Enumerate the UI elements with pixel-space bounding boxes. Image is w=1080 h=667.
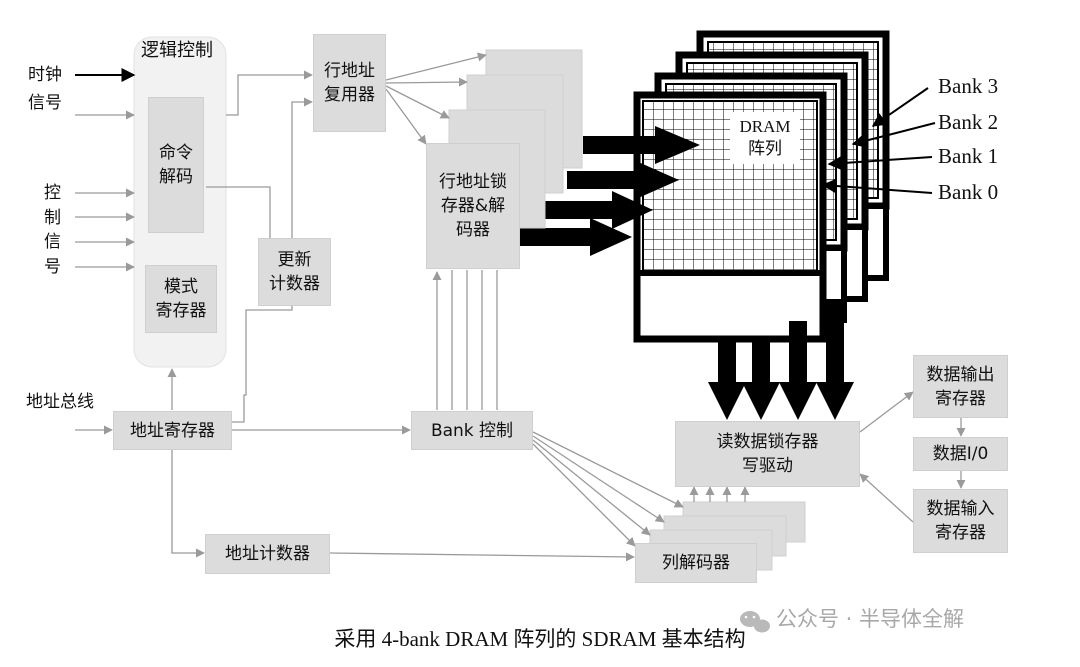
row-latch-decoder-block: 行地址锁 存器&解 码器 bbox=[426, 143, 520, 269]
read-latch-write-driver-block: 读数据锁存器 写驱动 bbox=[675, 421, 860, 487]
bank-to-latch-arrows bbox=[708, 299, 854, 420]
bank-0-label: Bank 0 bbox=[938, 180, 999, 204]
logic-control-title: 逻辑控制 bbox=[141, 40, 213, 61]
bank-3-label: Bank 3 bbox=[938, 74, 999, 98]
address-counter-block: 地址计数器 bbox=[205, 534, 330, 574]
ctrl-label-2: 制 bbox=[44, 208, 61, 228]
wechat-icon bbox=[740, 611, 770, 633]
figure-caption: 采用 4-bank DRAM 阵列的 SDRAM 基本结构 bbox=[334, 627, 746, 651]
mode-register-block: 模式 寄存器 bbox=[145, 265, 217, 333]
signal-label: 信号 bbox=[28, 93, 62, 113]
column-decoder-block: 列解码器 bbox=[635, 543, 757, 583]
data-io-block: 数据I/0 bbox=[913, 437, 1008, 471]
data-input-register-block: 数据输入 寄存器 bbox=[913, 489, 1008, 553]
ctrl-label-4: 号 bbox=[44, 257, 61, 277]
row-to-bank-arrows bbox=[520, 126, 700, 256]
bank-control-block: Bank 控制 bbox=[411, 411, 533, 450]
watermark-text: 公众号 · 半导体全解 bbox=[776, 607, 965, 631]
dram-array-label: DRAM 阵列 bbox=[739, 117, 791, 158]
ctrl-label-3: 信 bbox=[44, 232, 61, 252]
row-address-mux-block: 行地址 复用器 bbox=[313, 34, 386, 132]
connection-arrows bbox=[75, 52, 966, 562]
clock-label: 时钟 bbox=[28, 65, 62, 85]
address-register-block: 地址寄存器 bbox=[113, 411, 232, 450]
bank-pointers bbox=[821, 87, 936, 194]
bank-2-label: Bank 2 bbox=[938, 110, 999, 134]
command-decode-block: 命令 解码 bbox=[148, 97, 204, 233]
bank-1-label: Bank 1 bbox=[938, 144, 999, 168]
refresh-counter-block: 更新 计数器 bbox=[258, 238, 331, 306]
ctrl-label-1: 控 bbox=[44, 183, 61, 203]
address-bus-label: 地址总线 bbox=[26, 392, 94, 412]
data-output-register-block: 数据输出 寄存器 bbox=[913, 355, 1008, 418]
